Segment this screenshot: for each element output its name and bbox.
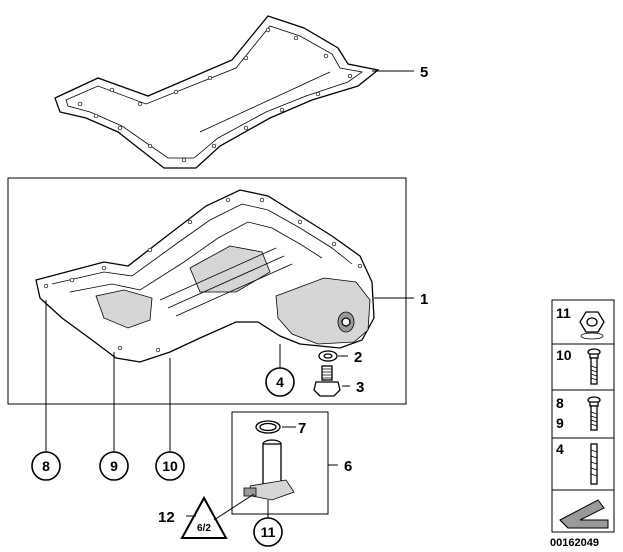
- side-label-11: 11: [556, 305, 571, 321]
- sensor-frame: [231, 411, 329, 515]
- callout-circle-9: [99, 451, 129, 481]
- triangle-label: 6/2: [197, 523, 211, 534]
- stud-bolt-icon: [590, 443, 598, 485]
- callout-3: 3: [356, 379, 364, 396]
- assembly-frame: [7, 177, 407, 405]
- oil-level-sensor: [243, 420, 295, 501]
- callout-8: 8: [42, 458, 50, 474]
- callout-circle-8: [31, 451, 61, 481]
- bolt-icon: [587, 348, 601, 385]
- callout-11: 11: [261, 524, 276, 540]
- callout-9: 9: [110, 458, 118, 474]
- side-label-10: 10: [556, 347, 572, 363]
- oil-pan-gasket: [54, 15, 380, 169]
- callout-circle-4: [265, 367, 295, 397]
- seal-ring: [318, 350, 338, 362]
- callout-12: 12: [158, 509, 175, 526]
- direction-arrow-icon: [559, 499, 609, 529]
- side-label-4: 4: [556, 441, 564, 457]
- short-bolt-icon: [587, 396, 601, 431]
- document-id: 00162049: [550, 537, 599, 549]
- callout-2: 2: [354, 349, 362, 366]
- side-label-9: 9: [556, 415, 564, 431]
- callout-6: 6: [344, 458, 352, 475]
- callout-7: 7: [298, 420, 306, 437]
- callout-circle-11: [253, 517, 283, 547]
- drain-plug: [313, 365, 341, 397]
- side-label-8: 8: [556, 395, 564, 411]
- callout-5: 5: [420, 64, 428, 81]
- reference-triangle-icon: [180, 495, 228, 539]
- callout-10: 10: [162, 458, 178, 474]
- flange-nut-icon: [579, 311, 605, 340]
- leader-triangle-sensor: [213, 493, 255, 521]
- callout-4: 4: [276, 374, 284, 390]
- hardware-side-panel: 11 10 8 9 4: [551, 299, 615, 533]
- oil-pan: [35, 189, 375, 363]
- callout-circle-10: [155, 451, 185, 481]
- callout-1: 1: [420, 291, 428, 308]
